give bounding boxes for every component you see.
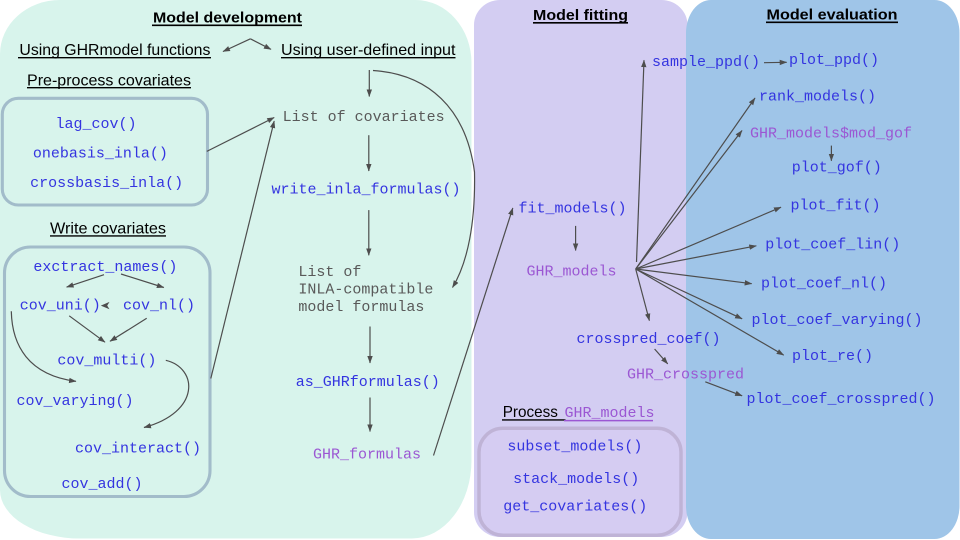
svg-text:plot_fit(): plot_fit() [790,198,880,215]
svg-text:rank_models(): rank_models() [759,89,876,106]
svg-text:cov_nl(): cov_nl() [123,298,195,315]
svg-text:GHR_crosspred: GHR_crosspred [627,367,744,384]
svg-text:as_GHRformulas(): as_GHRformulas() [296,374,440,391]
svg-text:Model fitting: Model fitting [533,7,628,24]
svg-text:GHR_formulas: GHR_formulas [313,447,421,464]
svg-text:Write covariates: Write covariates [50,221,166,238]
svg-text:INLA-compatible: INLA-compatible [298,282,433,299]
svg-text:exctract_names(): exctract_names() [33,259,177,276]
svg-text:plot_ppd(): plot_ppd() [789,52,879,69]
svg-text:Model evaluation: Model evaluation [767,7,898,24]
svg-text:model formulas: model formulas [298,299,424,316]
svg-text:onebasis_inla(): onebasis_inla() [33,146,168,163]
svg-text:plot_coef_nl(): plot_coef_nl() [761,276,887,293]
svg-text:write_inla_formulas(): write_inla_formulas() [271,182,460,199]
svg-text:plot_re(): plot_re() [792,348,873,365]
svg-text:plot_coef_crosspred(): plot_coef_crosspred() [746,391,935,408]
svg-text:Model development: Model development [153,10,302,27]
svg-text:fit_models(): fit_models() [518,200,626,217]
svg-text:cov_multi(): cov_multi() [57,353,156,370]
svg-text:Using GHRmodel functions: Using GHRmodel functions [19,42,210,59]
svg-text:plot_coef_varying(): plot_coef_varying() [751,312,922,329]
svg-text:List of: List of [298,264,361,281]
svg-text:cov_varying(): cov_varying() [16,393,133,410]
svg-text:cov_interact(): cov_interact() [75,441,201,458]
svg-text:stack_models(): stack_models() [513,471,639,488]
svg-text:cov_add(): cov_add() [61,476,142,493]
svg-text:plot_gof(): plot_gof() [792,160,882,177]
svg-text:plot_coef_lin(): plot_coef_lin() [765,237,900,254]
svg-text:GHR_models: GHR_models [565,405,655,422]
svg-text:Using user-defined input: Using user-defined input [281,42,456,59]
svg-text:GHR_models$mod_gof: GHR_models$mod_gof [750,126,912,143]
svg-text:subset_models(): subset_models() [507,439,642,456]
svg-text:List of covariates: List of covariates [283,109,445,126]
svg-text:lag_cov(): lag_cov() [55,116,136,133]
svg-text:get_covariates(): get_covariates() [503,499,647,516]
svg-text:crossbasis_inla(): crossbasis_inla() [30,175,183,192]
svg-text:Pre-process covariates: Pre-process covariates [27,72,191,89]
svg-text:Process: Process [503,404,558,421]
svg-text:cov_uni(): cov_uni() [20,298,101,315]
svg-text:GHR_models: GHR_models [526,263,616,280]
svg-text:sample_ppd(): sample_ppd() [652,54,760,71]
svg-text:crosspred_coef(): crosspred_coef() [576,331,720,348]
